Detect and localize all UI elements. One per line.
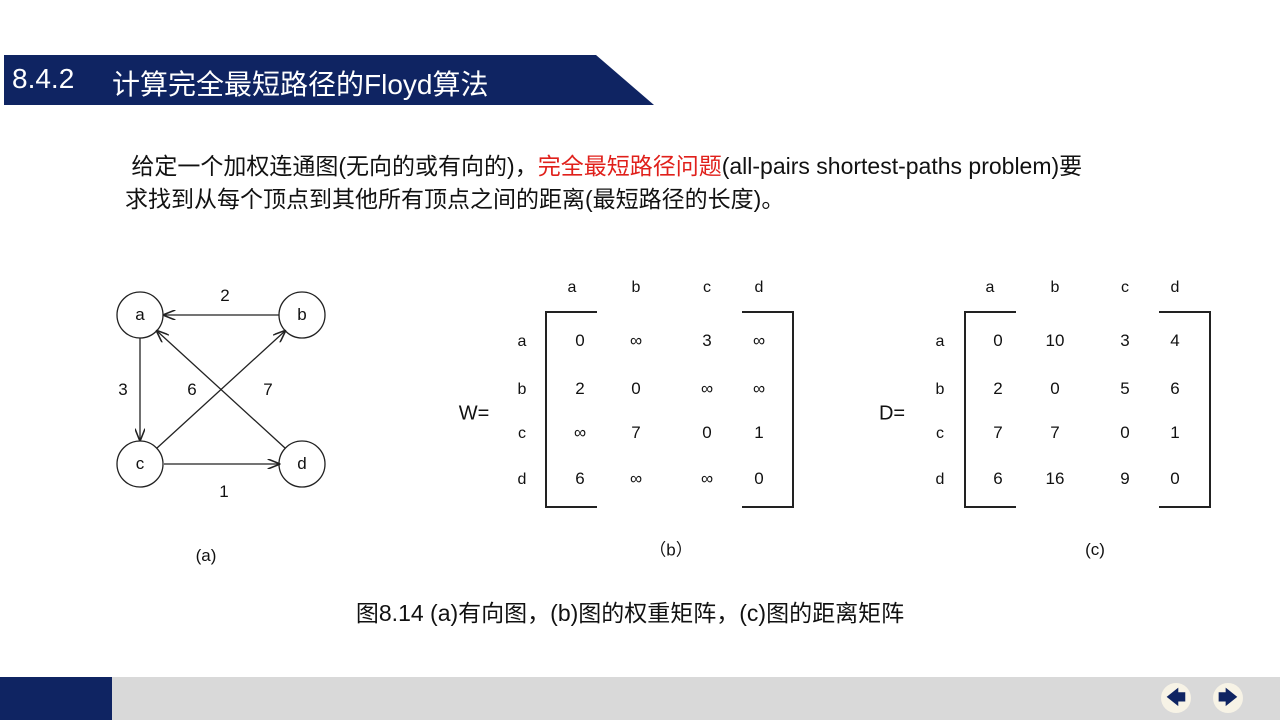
matrix-cell: 3 — [702, 331, 712, 350]
row-header: d — [517, 471, 527, 488]
matrix-cell: 7 — [631, 423, 641, 442]
matrix-cell: ∞ — [573, 423, 587, 442]
section-number: 8.4.2 — [12, 63, 75, 94]
matrix-cell: 10 — [1045, 331, 1065, 350]
row-header: c — [518, 425, 526, 442]
node-label-b: b — [297, 305, 307, 324]
footer-bar — [0, 677, 1280, 720]
matrix-cell: 2 — [575, 379, 585, 398]
weight-label: 1 — [219, 482, 229, 501]
matrix-cell: ∞ — [700, 469, 714, 488]
column-header: c — [703, 279, 711, 296]
weight-label: 3 — [118, 380, 128, 399]
row-header: b — [935, 381, 945, 398]
footer-accent — [0, 677, 112, 720]
column-header: b — [1050, 279, 1060, 296]
node-label-c: c — [135, 454, 145, 473]
matrix-cell: 0 — [1170, 469, 1180, 488]
column-header: b — [631, 279, 641, 296]
matrix-cell: ∞ — [700, 379, 714, 398]
matrix-cell: 6 — [993, 469, 1003, 488]
figure-caption: 图8.14 (a)有向图，(b)图的权重矩阵，(c)图的距离矩阵 — [355, 600, 905, 626]
matrix-cell: 0 — [1120, 423, 1130, 442]
node-label-d: d — [297, 454, 307, 473]
directed-graph — [116, 291, 326, 488]
matrix-cell: 5 — [1120, 379, 1130, 398]
row-header: a — [517, 333, 527, 350]
matrix-cell: ∞ — [629, 331, 643, 350]
matrix-cell: 0 — [754, 469, 764, 488]
column-header: d — [754, 279, 764, 296]
matrix-cell: ∞ — [752, 379, 766, 398]
matrix-cell: 7 — [1050, 423, 1060, 442]
w-label: W= — [458, 402, 490, 425]
node-d — [278, 440, 326, 488]
node-a — [116, 291, 164, 339]
matrix-cell: ∞ — [629, 469, 643, 488]
d-label: D= — [878, 402, 906, 425]
intro-text-2: (all-pairs shortest-paths problem)要求找到从每… — [125, 153, 1083, 212]
caption-c: (c) — [1085, 540, 1105, 559]
w-bracket-right — [742, 311, 794, 508]
matrix-cell: 4 — [1170, 331, 1180, 350]
edge-d-a — [157, 331, 286, 449]
matrix-cell: 0 — [631, 379, 641, 398]
weight-label: 6 — [187, 380, 197, 399]
caption-a: (a) — [195, 546, 217, 565]
intro-paragraph: 给定一个加权连通图(无向的或有向的)，完全最短路径问题(all-pairs sh… — [125, 150, 1105, 216]
d-bracket-right — [1159, 311, 1211, 508]
weight-label: 2 — [220, 286, 230, 305]
matrix-cell: 16 — [1045, 469, 1065, 488]
section-title: 计算完全最短路径的Floyd算法 — [112, 69, 489, 100]
d-bracket-left — [964, 311, 1016, 508]
row-header: c — [936, 425, 944, 442]
column-header: d — [1170, 279, 1180, 296]
row-header: d — [935, 471, 945, 488]
matrix-cell: 9 — [1120, 469, 1130, 488]
matrix-cell: 7 — [993, 423, 1003, 442]
matrix-cell: 1 — [1170, 423, 1180, 442]
matrix-cell: 2 — [993, 379, 1003, 398]
matrix-cell: 0 — [993, 331, 1003, 350]
node-label-a: a — [135, 305, 145, 324]
node-b — [278, 291, 326, 339]
next-arrow-icon[interactable]: 🡆 — [1213, 683, 1243, 713]
prev-arrow-icon[interactable]: 🡄 — [1161, 683, 1191, 713]
matrix-cell: 3 — [1120, 331, 1130, 350]
column-header: a — [567, 279, 577, 296]
matrix-cell: ∞ — [752, 331, 766, 350]
matrix-cell: 6 — [575, 469, 585, 488]
matrix-cell: 0 — [575, 331, 585, 350]
section-header: 8.4.2 计算完全最短路径的Floyd算法 — [4, 55, 654, 105]
matrix-cell: 0 — [702, 423, 712, 442]
column-header: a — [985, 279, 995, 296]
intro-text: 给定一个加权连通图(无向的或有向的)， — [131, 153, 538, 179]
column-header: c — [1121, 279, 1129, 296]
weight-label: 7 — [263, 380, 273, 399]
intro-highlight: 完全最短路径问题 — [537, 153, 722, 179]
caption-b: （b） — [649, 540, 693, 560]
row-header: b — [517, 381, 527, 398]
matrix-cell: 1 — [754, 423, 764, 442]
matrix-cell: 6 — [1170, 379, 1180, 398]
row-header: a — [935, 333, 945, 350]
node-c — [116, 440, 164, 488]
w-bracket-left — [545, 311, 597, 508]
matrix-cell: 0 — [1050, 379, 1060, 398]
